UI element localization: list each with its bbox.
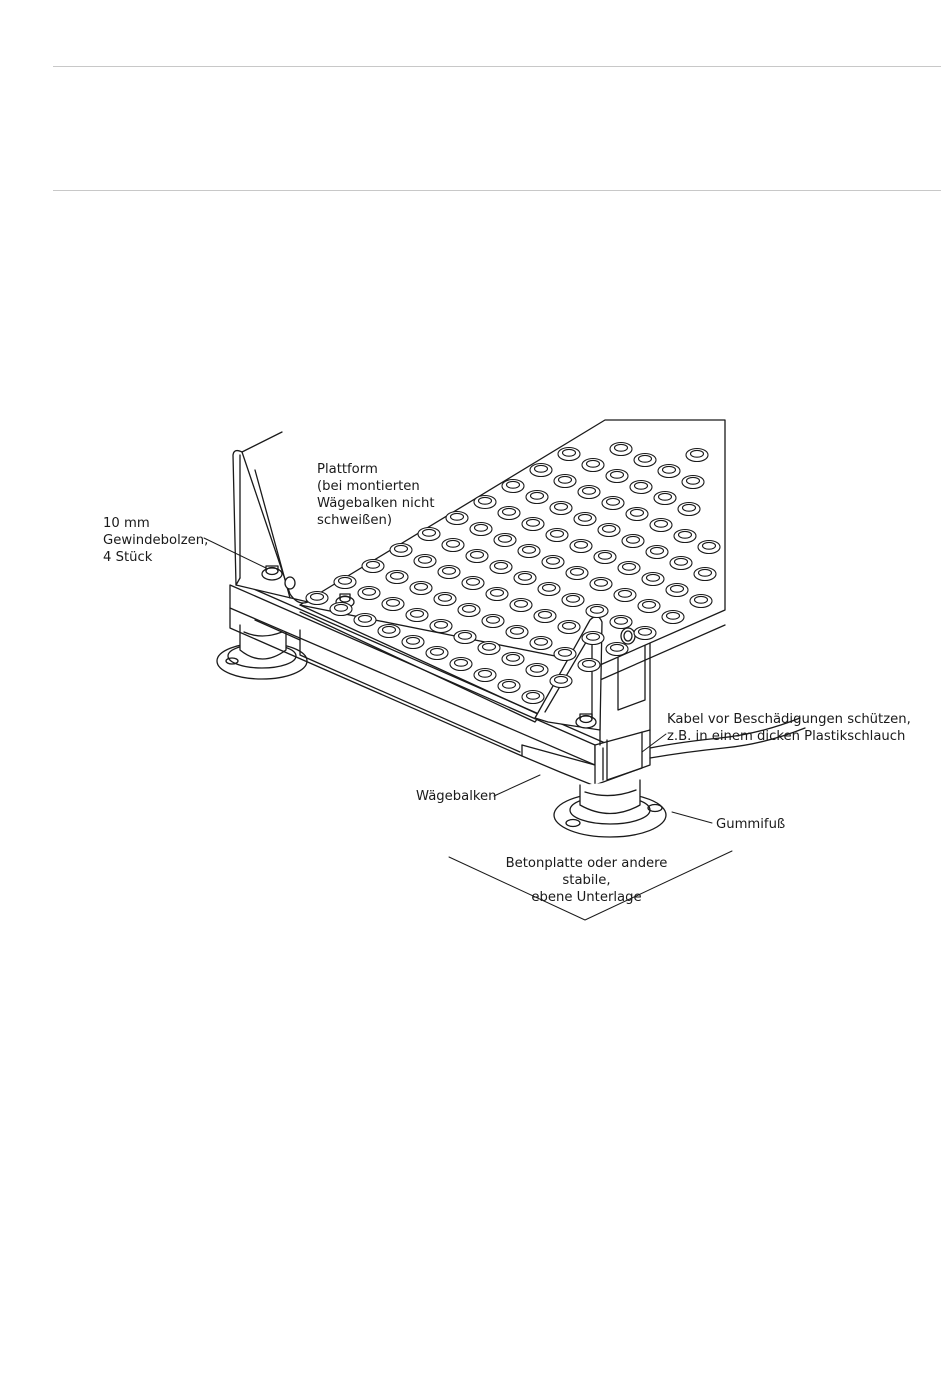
label-weighing-beam: Wägebalken [416, 788, 497, 805]
leader-beam [494, 775, 540, 796]
right-rubber-foot [554, 780, 666, 837]
label-rubber-foot: Gummifuß [716, 816, 785, 833]
bolt-side [621, 628, 635, 644]
bolt-corner [285, 577, 295, 589]
label-cable-protection: Kabel vor Beschädigungen schützen, z.B. … [667, 711, 911, 745]
leader-foot [672, 812, 712, 823]
label-threaded-bolts: 10 mm Gewindebolzen, 4 Stück [103, 515, 208, 566]
label-platform: Plattform (bei montierten Wägebalken nic… [317, 461, 435, 529]
label-base-slab: Betonplatte oder andere stabile, ebene U… [480, 855, 693, 906]
